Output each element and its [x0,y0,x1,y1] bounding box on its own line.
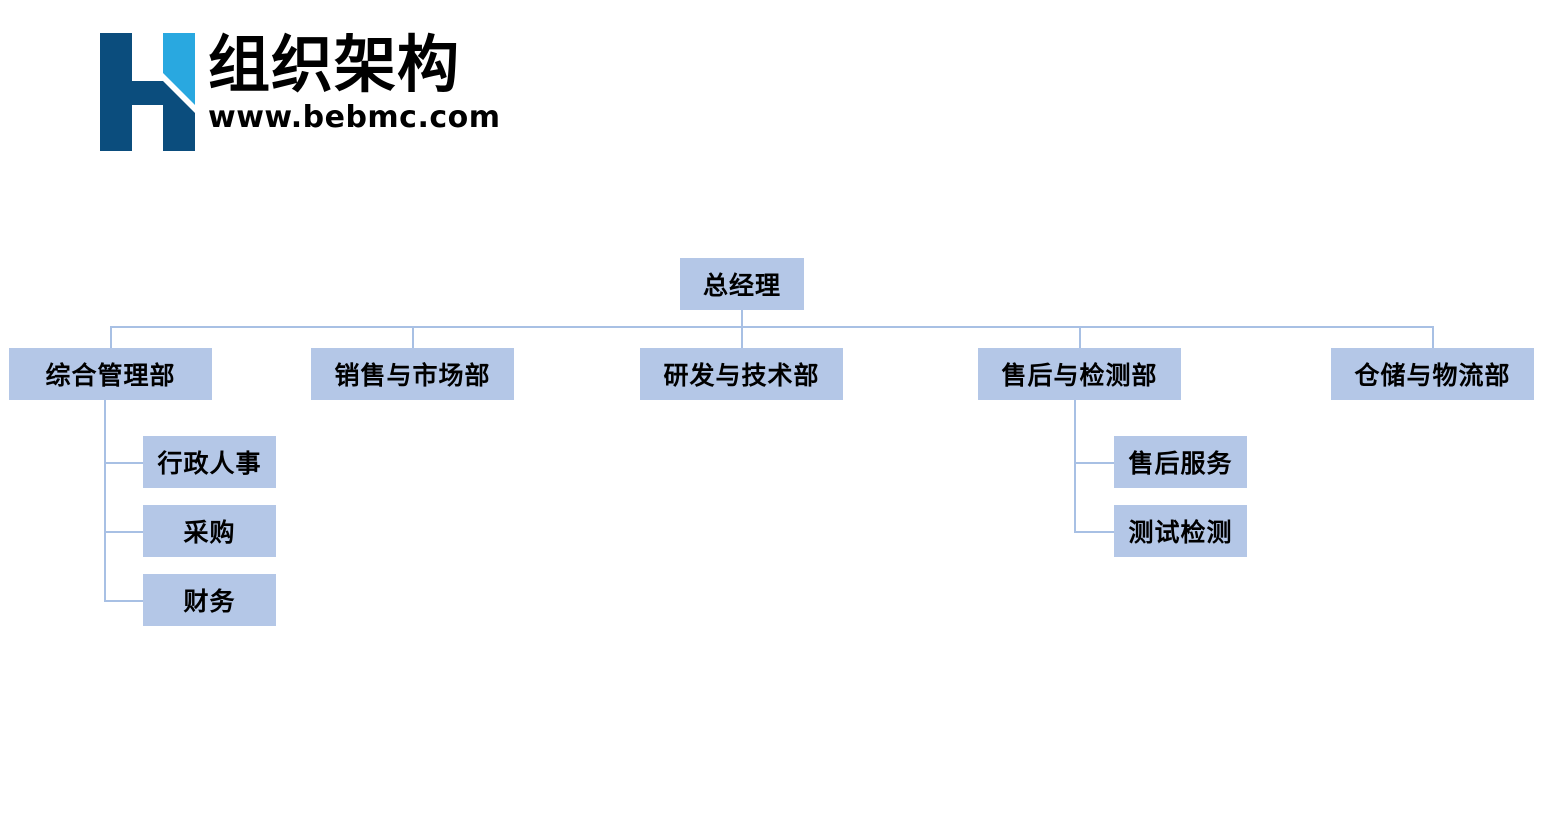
org-node-sub-testing[interactable]: 测试检测 [1114,505,1247,557]
org-node-dept-admin[interactable]: 综合管理部 [9,348,212,400]
brand-website-url: www.bebmc.com [208,100,501,136]
org-node-dept-logistics[interactable]: 仓储与物流部 [1331,348,1534,400]
connector-drop-dept-admin [110,326,112,348]
bebmc-h-logo-icon [100,33,195,151]
org-node-general-manager[interactable]: 总经理 [680,258,804,310]
connector-stub-sub-aftersales [1074,462,1114,464]
connector-spine-dept-admin [104,400,106,601]
org-node-sub-hr[interactable]: 行政人事 [143,436,276,488]
connector-drop-dept-sales [412,326,414,348]
connector-stub-sub-finance [104,600,143,602]
connector-drop-dept-logistics [1432,326,1434,348]
org-node-sub-purchasing[interactable]: 采购 [143,505,276,557]
page-title: 组织架构 [208,28,461,101]
connector-stub-sub-hr [104,462,143,464]
org-node-dept-service[interactable]: 售后与检测部 [978,348,1181,400]
connector-stub-sub-purchasing [104,531,143,533]
org-node-sub-finance[interactable]: 财务 [143,574,276,626]
connector-drop-dept-rd [741,326,743,348]
brand-header: 组织架构 www.bebmc.com [100,33,520,158]
org-node-sub-aftersales[interactable]: 售后服务 [1114,436,1247,488]
org-node-dept-sales[interactable]: 销售与市场部 [311,348,514,400]
connector-level1-bus [110,326,1432,328]
connector-spine-dept-service [1074,400,1076,532]
connector-root-drop [741,310,743,326]
connector-drop-dept-service [1079,326,1081,348]
connector-stub-sub-testing [1074,531,1114,533]
org-node-dept-rd[interactable]: 研发与技术部 [640,348,843,400]
brand-text-block: 组织架构 www.bebmc.com [208,33,501,135]
